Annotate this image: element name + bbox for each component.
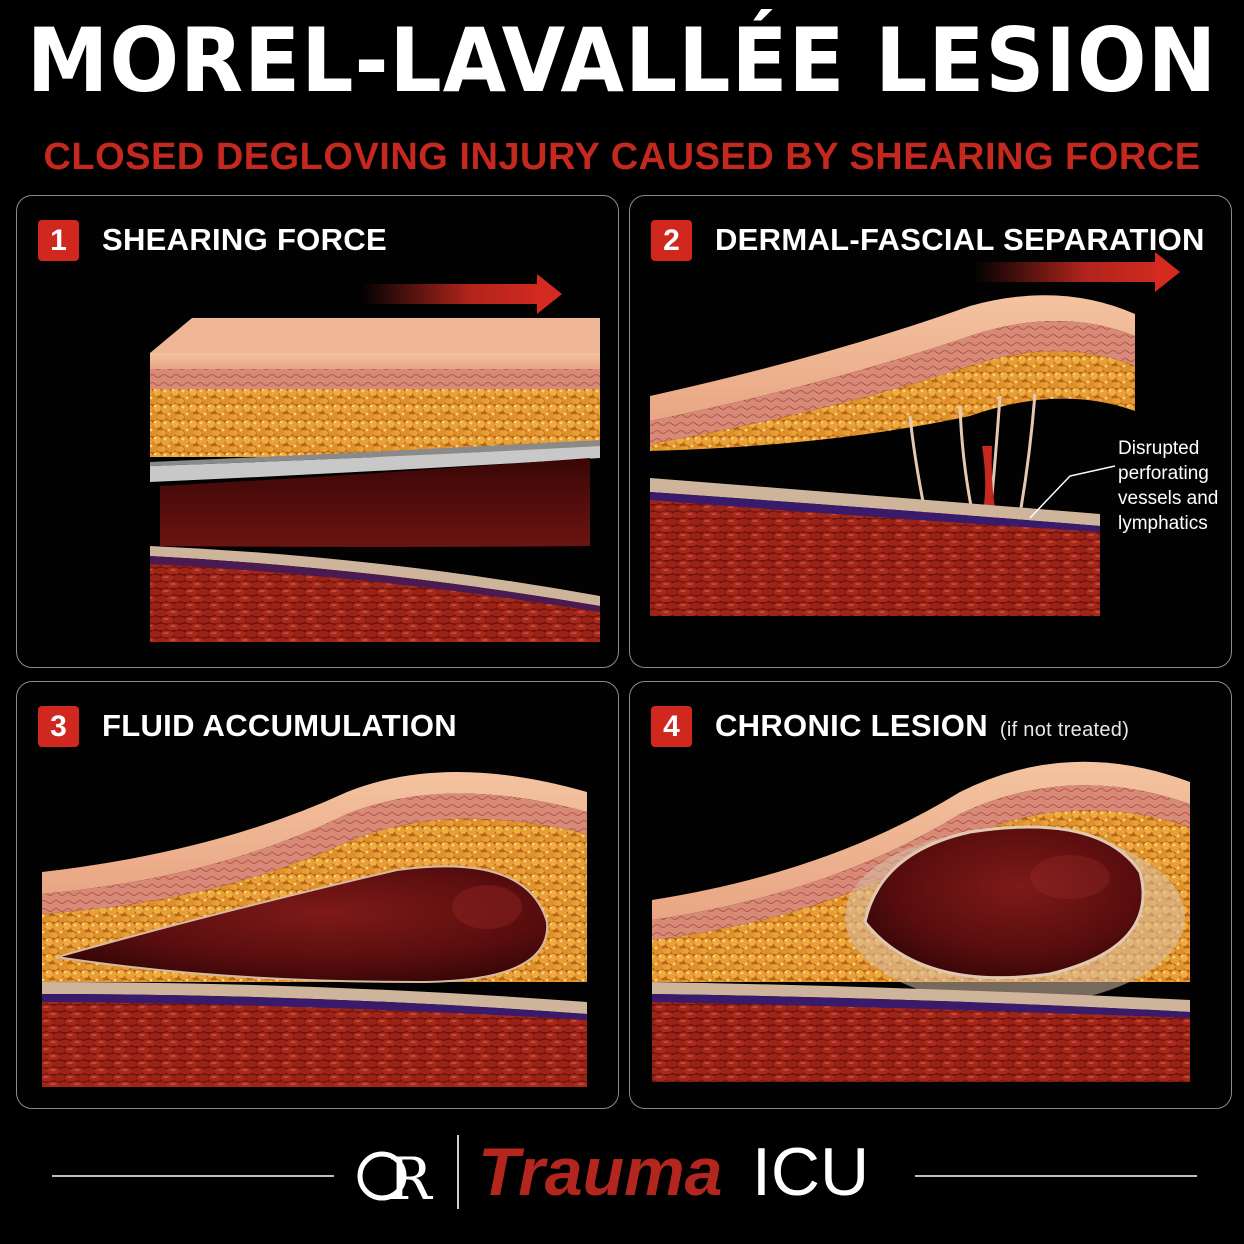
callout-line-1: Disrupted: [1118, 438, 1200, 459]
step-badge-4: 4: [651, 706, 692, 747]
shear-arrow-icon: [975, 252, 1180, 292]
panel-title-3: FLUID ACCUMULATION: [102, 708, 457, 743]
shear-arrow-icon: [362, 274, 562, 314]
panel-title-4: CHRONIC LESION (if not treated): [715, 704, 1129, 748]
panel-fluid-accumulation: 3 FLUID ACCUMULATION: [16, 681, 619, 1109]
panel-title-2: DERMAL-FASCIAL SEPARATION: [715, 222, 1205, 257]
panel-title-4-text: CHRONIC LESION: [715, 708, 988, 743]
step-badge-2: 2: [651, 220, 692, 261]
callout-line-3: vessels and: [1118, 488, 1219, 509]
separation-illustration: [650, 252, 1180, 616]
panel-title-1: SHEARING FORCE: [102, 222, 387, 257]
or-logo-icon: R: [357, 1145, 434, 1209]
callout-line-2: perforating: [1118, 463, 1209, 484]
fluid-accumulation-illustration: [42, 772, 587, 1087]
brand-icu: ICU: [752, 1134, 870, 1210]
chronic-lesion-illustration: [652, 761, 1190, 1082]
step-badge-1: 1: [38, 220, 79, 261]
page-subtitle: CLOSED DEGLOVING INJURY CAUSED BY SHEARI…: [43, 136, 1201, 178]
panel-shearing-force: 1 SHEARING FORCE: [16, 195, 619, 668]
panel-title-4-note: (if not treated): [999, 719, 1130, 741]
step-badge-3: 3: [38, 706, 79, 747]
callout-line-4: lymphatics: [1118, 513, 1208, 534]
footer-divider: [457, 1135, 459, 1209]
shearing-force-illustration: [150, 274, 600, 642]
callout-label: Disrupted perforating vessels and lympha…: [1118, 436, 1228, 536]
logo-text: R: [388, 1145, 434, 1209]
footer-rule-left: [52, 1175, 334, 1177]
footer-rule-right: [915, 1175, 1197, 1177]
page-title: MOREL-LAVALLÉE LESION: [26, 10, 1218, 113]
panel-chronic-lesion: 4 CHRONIC LESION (if not treated): [629, 681, 1232, 1109]
brand-trauma: Trauma: [478, 1134, 723, 1210]
panel-dermal-fascial-separation: 2 DERMAL-FASCIAL SEPARATION Disrupted pe…: [629, 195, 1232, 668]
